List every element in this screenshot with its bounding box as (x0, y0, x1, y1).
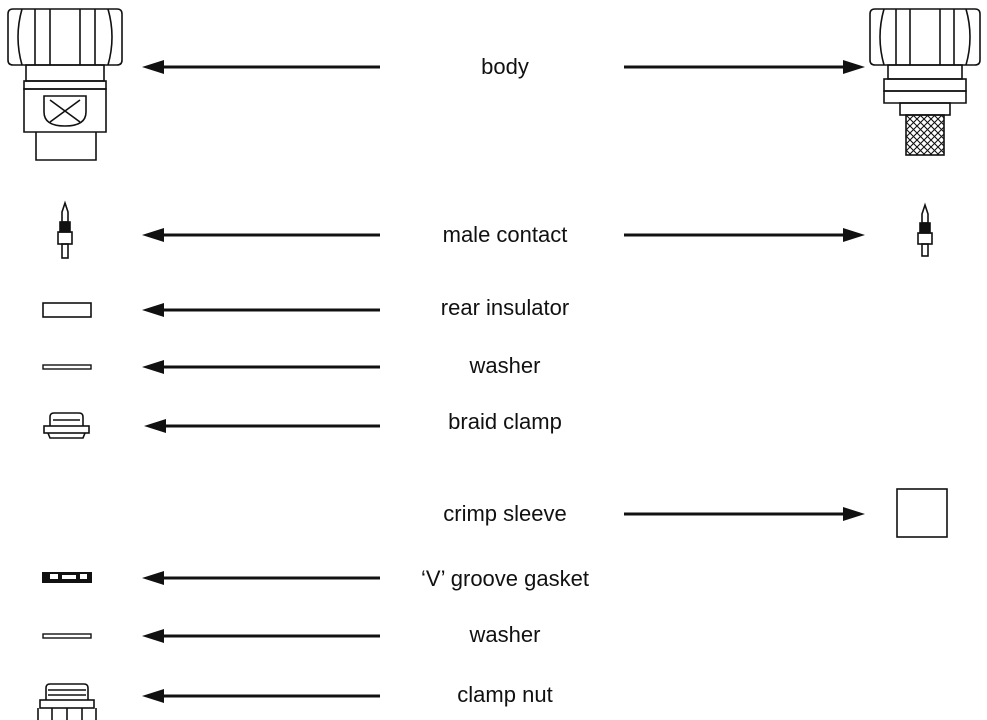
rear-insulator-icon (42, 302, 92, 318)
clamp-nut-icon (37, 683, 97, 720)
arrow-left-v-groove-gasket (142, 571, 380, 585)
crimp-sleeve-icon (896, 488, 948, 538)
label-washer-1: washer (469, 353, 541, 378)
arrow-left-rear-insulator (142, 303, 380, 317)
label-washer-2: washer (469, 622, 541, 647)
male-contact-right-icon (917, 202, 933, 257)
washer-icon-2 (42, 633, 92, 639)
hex-body-icon (7, 8, 123, 161)
label-male-contact: male contact (442, 222, 568, 247)
braid-clamp-icon (43, 412, 90, 439)
label-body: body (481, 54, 529, 79)
washer-icon (42, 364, 92, 370)
arrow-right-male-contact (624, 228, 865, 242)
arrow-left-clamp-nut (142, 689, 380, 703)
arrow-left-braid-clamp (144, 419, 380, 433)
arrow-left-washer-2 (142, 629, 380, 643)
label-braid-clamp: braid clamp (448, 409, 562, 434)
label-clamp-nut: clamp nut (457, 682, 553, 707)
label-v-groove-gasket: ‘V’ groove gasket (421, 566, 589, 591)
male-contact-icon (57, 200, 73, 259)
arrow-right-crimp-sleeve (624, 507, 865, 521)
label-crimp-sleeve: crimp sleeve (443, 501, 567, 526)
v-groove-gasket-icon (42, 572, 92, 583)
crimp-body-icon (869, 8, 981, 156)
arrow-left-male-contact (142, 228, 380, 242)
arrow-right-body (624, 60, 865, 74)
label-rear-insulator: rear insulator (440, 295, 570, 320)
arrow-left-washer-1 (142, 360, 380, 374)
arrow-left-body (142, 60, 380, 74)
